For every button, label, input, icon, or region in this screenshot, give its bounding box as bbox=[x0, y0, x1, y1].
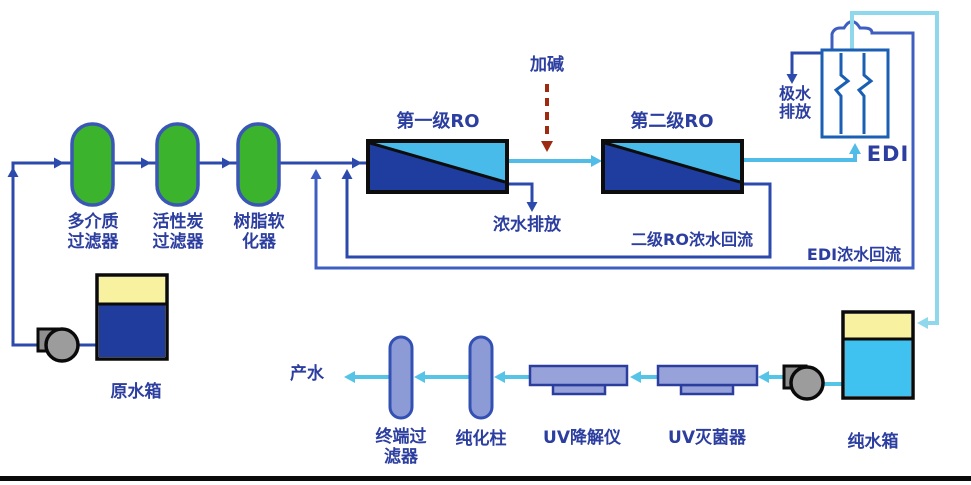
raw-water-tank bbox=[95, 273, 169, 361]
label-edi-concentrate-return: EDI浓水回流 bbox=[806, 245, 902, 264]
carbon-filter-vessel bbox=[155, 122, 200, 207]
label-concentrate-discharge: 浓水排放 bbox=[493, 215, 561, 235]
label-ro2: 第二级RO bbox=[630, 111, 714, 132]
uv-sterilizer-unit bbox=[656, 364, 759, 396]
pure-water-tank bbox=[841, 310, 915, 400]
label-ro1: 第一级RO bbox=[396, 111, 480, 132]
ro2-to-edi-product-pipe bbox=[742, 151, 857, 162]
ro1-unit bbox=[366, 139, 509, 194]
multimedia-filter-vessel bbox=[70, 122, 115, 207]
purification-column-capsule bbox=[468, 335, 494, 420]
uv-degrader-unit bbox=[528, 364, 629, 396]
flow-arrows-polish-loop bbox=[344, 371, 769, 383]
edi-product-to-tank-pipe bbox=[850, 11, 939, 325]
ro2-unit bbox=[601, 139, 744, 194]
flow-arrow-alkali bbox=[541, 141, 553, 152]
label-multimedia-filter: 多介质 过滤器 bbox=[67, 212, 119, 252]
softener-vessel bbox=[236, 122, 281, 207]
ro1-concentrate-pipe bbox=[505, 182, 534, 204]
label-ro2-concentrate-return: 二级RO浓水回流 bbox=[631, 230, 753, 249]
label-edi: EDI bbox=[866, 142, 910, 166]
label-raw-water-tank: 原水箱 bbox=[110, 382, 162, 402]
label-pure-water-tank: 纯水箱 bbox=[847, 432, 899, 452]
flow-arrows-cyan bbox=[591, 143, 861, 167]
label-add-alkali: 加碱 bbox=[530, 55, 564, 75]
raw-water-pump bbox=[36, 327, 80, 363]
polish-loop-pipe bbox=[352, 375, 843, 386]
flow-arrow-edi-product bbox=[917, 317, 928, 329]
label-uv-degrader: UV降解仪 bbox=[543, 428, 621, 448]
terminal-filter-capsule bbox=[388, 335, 414, 420]
label-product-water: 产水 bbox=[290, 364, 324, 384]
edi-unit bbox=[820, 48, 890, 139]
label-polar-water-discharge: 极水 排放 bbox=[778, 84, 812, 122]
ro2-concentrate-return-pipe bbox=[345, 179, 772, 259]
flow-arrow-edi-return bbox=[310, 169, 322, 179]
label-carbon-filter: 活性炭 过滤器 bbox=[152, 212, 204, 252]
label-purification-column: 纯化柱 bbox=[455, 429, 507, 449]
label-terminal-filter: 终端过 滤器 bbox=[375, 427, 427, 467]
pure-water-pump bbox=[782, 364, 825, 401]
label-uv-sterilizer: UV灭菌器 bbox=[668, 428, 746, 448]
bottom-divider-bar bbox=[0, 476, 971, 481]
edi-concentrate-return-pipe bbox=[314, 20, 915, 270]
polar-water-discharge-pipe bbox=[790, 51, 822, 74]
flow-arrows-blue bbox=[7, 74, 798, 212]
label-softener: 树脂软 化器 bbox=[233, 212, 285, 252]
